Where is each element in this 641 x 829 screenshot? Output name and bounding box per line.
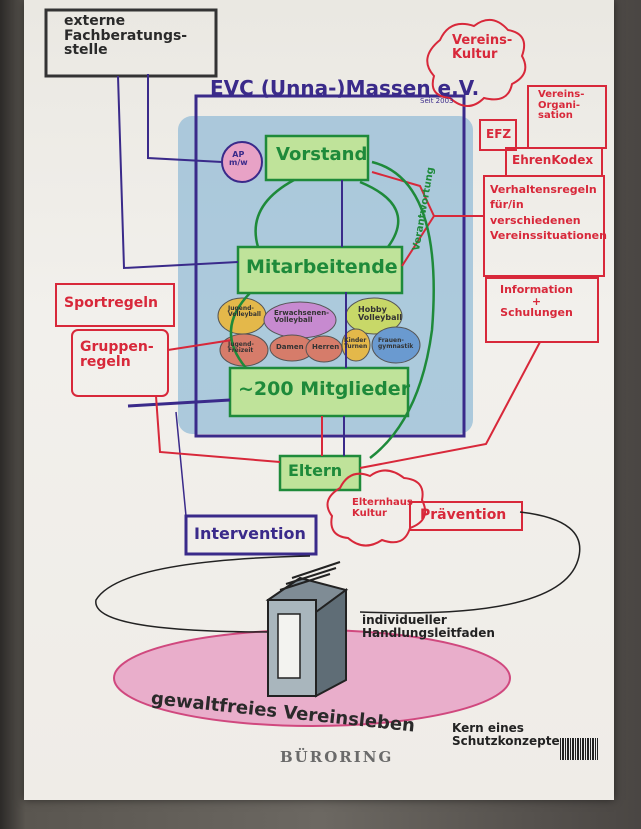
intervention-label: Intervention bbox=[194, 524, 306, 543]
eltern-label: Eltern bbox=[288, 461, 343, 480]
since-note: Seit 2003 bbox=[420, 97, 454, 105]
praevention-label: Prävention bbox=[420, 507, 507, 523]
group-label: Jugend- Freizeit bbox=[228, 341, 254, 355]
brand-logo: BÜRORING bbox=[280, 748, 394, 766]
mitarbeitende-box bbox=[236, 245, 404, 295]
group-label: Frauen- gymnastik bbox=[378, 337, 414, 351]
mitarbeitende-label: Mitarbeitende bbox=[246, 256, 398, 278]
group-label: Damen bbox=[276, 343, 304, 351]
barcode bbox=[560, 738, 598, 760]
vorstand-label: Vorstand bbox=[276, 144, 368, 165]
mitglieder-label: ~200 Mitglieder bbox=[238, 378, 411, 400]
sportregeln-label: Sportregeln bbox=[64, 295, 159, 311]
gruppenregeln-label: Gruppen- regeln bbox=[80, 339, 154, 370]
verhalten-label: Verhaltensregeln für/in verschiedenen Ve… bbox=[490, 183, 607, 243]
extern-label: externe Fachberatungs- stelle bbox=[64, 13, 188, 59]
info-label: Information + Schulungen bbox=[500, 283, 573, 320]
handlung-label: individueller Handlungsleitfaden bbox=[362, 613, 495, 640]
ehrenkodex-label: EhrenKodex bbox=[512, 153, 594, 167]
ap-label: AP m/w bbox=[229, 150, 248, 168]
efz-label: EFZ bbox=[486, 127, 512, 141]
extern-box bbox=[44, 8, 218, 78]
club-frame bbox=[194, 94, 466, 438]
elternhauskultur-label: Elternhaus- Kultur bbox=[352, 497, 417, 519]
vereinskultur-cloud bbox=[426, 19, 527, 107]
group-label: Erwachsenen- Volleyball bbox=[274, 309, 330, 325]
group-label: Hobby Volleyball bbox=[358, 305, 402, 323]
club-title: EVC (Unna-)Massen e.V. bbox=[210, 76, 480, 100]
vereinskultur-label: Vereins- Kultur bbox=[452, 33, 513, 62]
binder-icon bbox=[265, 561, 349, 698]
group-label: Kinder Turnen bbox=[344, 337, 368, 351]
group-label: Herren bbox=[312, 343, 340, 351]
kern-label: Kern eines Schutzkonzeptes bbox=[452, 721, 567, 748]
group-label: Jugend- Volleyball bbox=[228, 305, 261, 319]
vorstand-box bbox=[264, 134, 370, 182]
vereinsorg-label: Vereins- Organi- sation bbox=[538, 89, 585, 121]
mitglieder-box bbox=[228, 366, 410, 418]
